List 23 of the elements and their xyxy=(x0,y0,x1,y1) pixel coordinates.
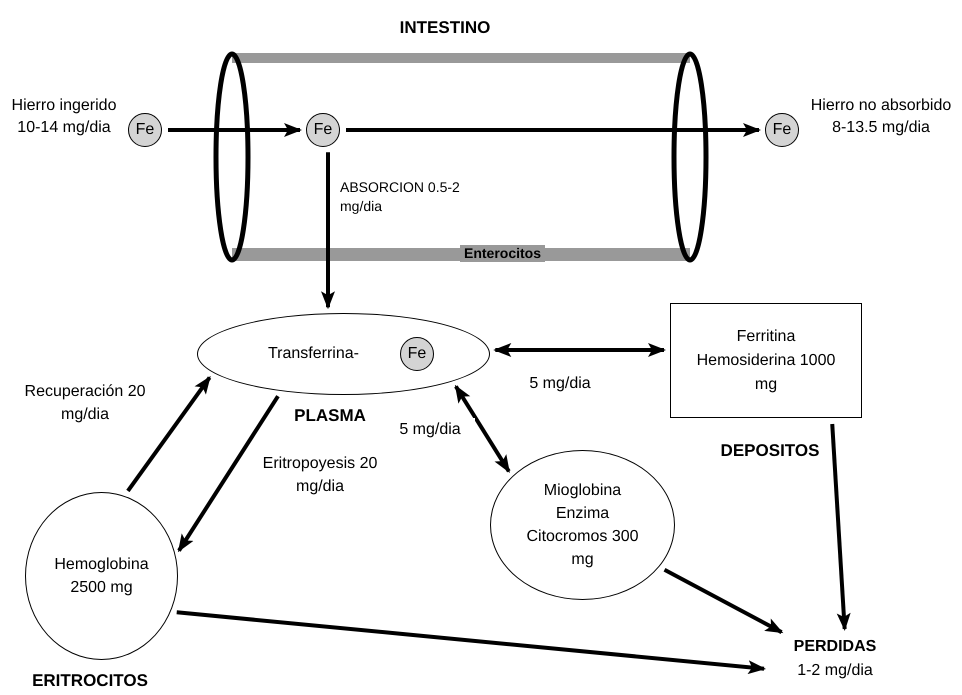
node-text: 1-2 mg/dia xyxy=(797,661,873,681)
compartment-oval: Hemoglobina 2500 mg xyxy=(25,492,178,660)
storage-box: Ferritina Hemosiderina 1000 mg xyxy=(670,303,862,418)
side-note: Hierro ingerido 10-14 mg/dia xyxy=(10,96,118,138)
arrow xyxy=(346,123,761,137)
node-text: PERDIDAS xyxy=(794,637,876,657)
intestine-title: INTESTINO xyxy=(398,17,492,39)
arrow xyxy=(493,343,666,357)
arrow xyxy=(177,395,280,552)
arrow xyxy=(168,123,302,137)
group-heading: DEPOSITOS xyxy=(720,440,820,462)
group-heading: ERITROCITOS xyxy=(31,670,149,692)
arrow xyxy=(176,610,766,674)
side-note: Hierro no absorbido 8-13.5 mg/dia xyxy=(810,96,952,138)
arrow xyxy=(664,568,784,634)
node-text: Transferrina- xyxy=(268,344,359,364)
arrow xyxy=(454,384,511,474)
arrow xyxy=(126,376,212,492)
compartment-oval: Mioglobina Enzima Citocromos 300 mg xyxy=(490,450,675,600)
arrow xyxy=(321,152,335,310)
arrow xyxy=(830,424,851,631)
group-heading: PLASMA xyxy=(293,405,367,427)
wall-label: Enterocitos xyxy=(460,245,546,262)
